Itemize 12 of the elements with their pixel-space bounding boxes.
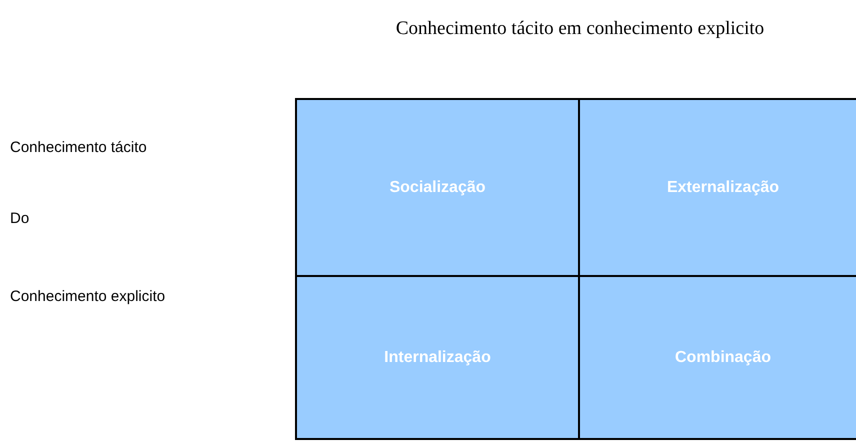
matrix-cell <box>295 98 580 277</box>
cell-label: Internalização <box>384 348 491 366</box>
matrix-cell <box>578 275 856 440</box>
cell-label: Combinação <box>674 348 771 366</box>
matrix-cell <box>295 275 580 440</box>
axis-label: Conhecimento explicito <box>10 288 166 305</box>
matrix-cell <box>578 98 856 277</box>
cell-label: Externalização <box>666 178 780 196</box>
axis-label: Do <box>10 210 30 227</box>
title: Conhecimento tácito em conhecimento explicito <box>394 18 766 40</box>
cell-label: Socialização <box>389 178 486 196</box>
axis-label: Conhecimento tácito <box>10 139 147 156</box>
